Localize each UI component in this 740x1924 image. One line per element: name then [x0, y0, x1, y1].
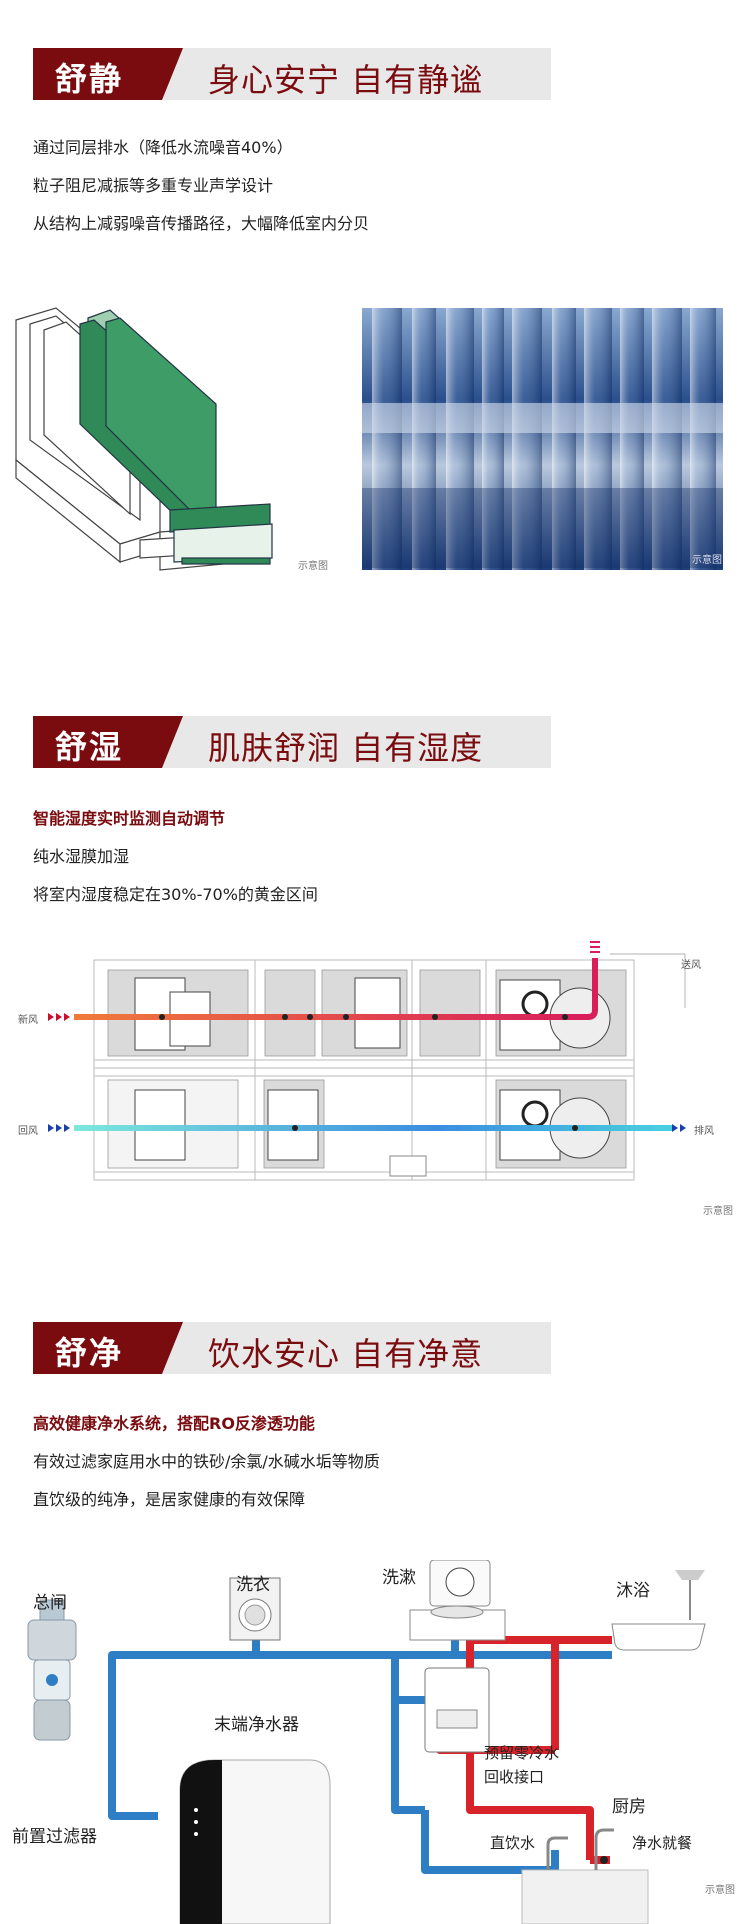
section-title: 饮水安心 自有净意 — [208, 1335, 484, 1373]
wash-label: 洗漱 — [382, 1568, 416, 1588]
section-tag: 舒静 — [33, 48, 183, 100]
diagram-caption: 示意图 — [703, 1206, 733, 1217]
reserve-label: 预留零冷水 — [484, 1744, 560, 1762]
reserve-label: 回收接口 — [484, 1768, 545, 1786]
section-header: 舒净 饮水安心 自有净意 — [33, 1322, 551, 1374]
feature-line: 纯水湿膜加湿 — [33, 847, 130, 866]
photo-caption: 示意图 — [692, 555, 722, 566]
fresh-air-label: 新风 — [18, 1015, 38, 1026]
kitchen-label: 厨房 — [612, 1797, 646, 1817]
feature-line: 智能湿度实时监测自动调节 — [33, 809, 226, 828]
pre-filter-label: 前置过滤器 — [12, 1827, 97, 1847]
section-title: 身心安宁 自有静谧 — [208, 61, 484, 99]
feature-line: 通过同层排水（降低水流噪音40%） — [33, 138, 293, 157]
drink-water-label: 直饮水 — [490, 1834, 536, 1852]
diagram-caption: 示意图 — [705, 1885, 735, 1896]
window-frame-illustration — [15, 307, 273, 571]
section-tag: 舒湿 — [33, 716, 183, 768]
main-valve-label: 总闸 — [33, 1593, 67, 1613]
supply-air-label: 送风 — [681, 960, 701, 971]
illustration-caption: 示意图 — [298, 561, 328, 572]
section-header: 舒湿 肌肤舒润 自有湿度 — [33, 716, 551, 768]
feature-line: 高效健康净水系统，搭配RO反渗透功能 — [33, 1414, 315, 1433]
laundry-label: 洗衣 — [236, 1575, 270, 1595]
section-humidity: 舒湿 肌肤舒润 自有湿度 智能湿度实时监测自动调节 纯水湿膜加湿 将室内湿度稳定… — [0, 660, 740, 1280]
section-title: 肌肤舒润 自有湿度 — [208, 729, 484, 767]
feature-line: 将室内湿度稳定在30%-70%的黄金区间 — [33, 885, 318, 904]
water-system-diagram — [27, 1560, 706, 1924]
glass-photo — [362, 308, 723, 570]
section-tag: 舒净 — [33, 1322, 183, 1374]
section-quiet: 舒静 身心安宁 自有静谧 通过同层排水（降低水流噪音40%） 粒子阻尼减振等多重… — [0, 0, 740, 660]
end-purifier-label: 末端净水器 — [214, 1715, 299, 1735]
section-header: 舒静 身心安宁 自有静谧 — [33, 48, 551, 100]
feature-line: 有效过滤家庭用水中的铁砂/余氯/水碱水垢等物质 — [33, 1452, 380, 1471]
exhaust-air-label: 排风 — [694, 1126, 714, 1137]
feature-line: 粒子阻尼减振等多重专业声学设计 — [33, 176, 274, 195]
pure-water-label: 净水就餐 — [632, 1834, 693, 1852]
feature-line: 从结构上减弱噪音传播路径，大幅降低室内分贝 — [33, 214, 370, 233]
section-water: 舒净 饮水安心 自有净意 高效健康净水系统，搭配RO反渗透功能 有效过滤家庭用水… — [0, 1280, 740, 1924]
feature-line: 直饮级的纯净，是居家健康的有效保障 — [33, 1490, 306, 1509]
return-air-label: 回风 — [18, 1126, 38, 1137]
bath-label: 沐浴 — [616, 1581, 650, 1601]
air-handling-diagram — [48, 941, 686, 1181]
